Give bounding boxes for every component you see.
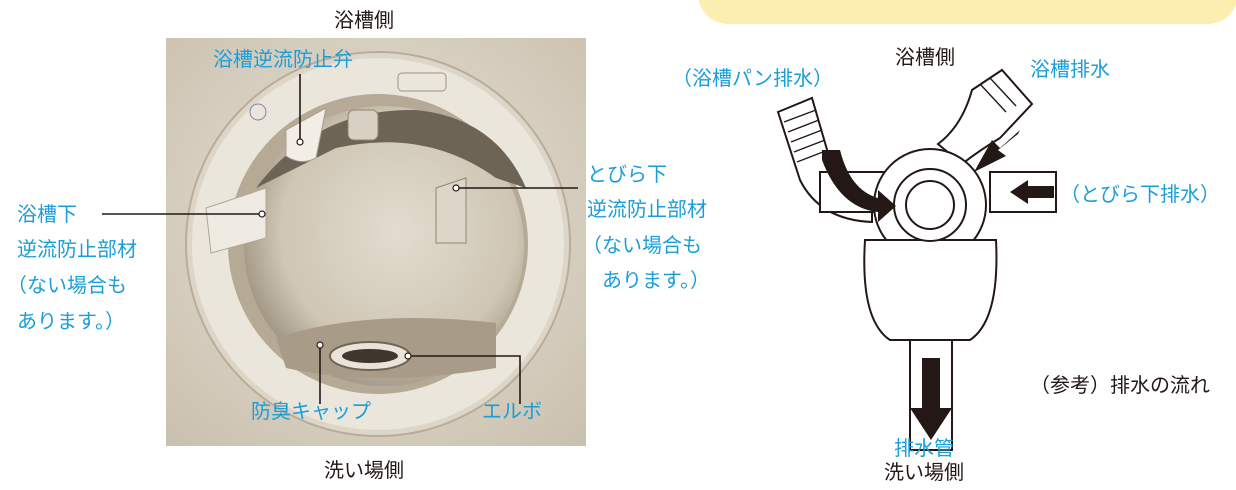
label-elbow: エルボ [482, 399, 542, 423]
label-under-door-line2: 逆流防止部材 [587, 197, 707, 221]
right-top-label: 浴槽側 [895, 45, 955, 69]
left-bottom-label: 洗い場側 [324, 458, 404, 482]
label-under-door-line3: （ない場合も [582, 233, 702, 257]
drain-flow-diagram [776, 68, 1057, 451]
label-pan-drain: （浴槽パン排水） [672, 66, 833, 90]
label-odor-cap: 防臭キャップ [251, 399, 371, 423]
label-under-door-line1: とびら下 [587, 162, 667, 186]
label-tub-backflow-valve: 浴槽逆流防止弁 [213, 47, 353, 71]
label-under-tub-line3: （ない場合も [7, 273, 127, 297]
drain-photo [166, 38, 586, 446]
label-under-door-line4: あります。） [602, 268, 710, 292]
label-tub-drain: 浴槽排水 [1030, 57, 1110, 81]
label-under-tub-line4: あります。） [17, 309, 125, 333]
label-door-drain: （とびら下排水） [1060, 182, 1220, 206]
note-bubble [698, 0, 1236, 24]
flow-caption: （参考）排水の流れ [1030, 373, 1210, 397]
label-drain-pipe: 排水管 [894, 436, 954, 460]
left-top-label: 浴槽側 [334, 8, 394, 32]
label-under-tub-line1: 浴槽下 [17, 202, 77, 226]
label-under-tub-line2: 逆流防止部材 [17, 237, 137, 261]
right-bottom-label: 洗い場側 [884, 460, 964, 484]
